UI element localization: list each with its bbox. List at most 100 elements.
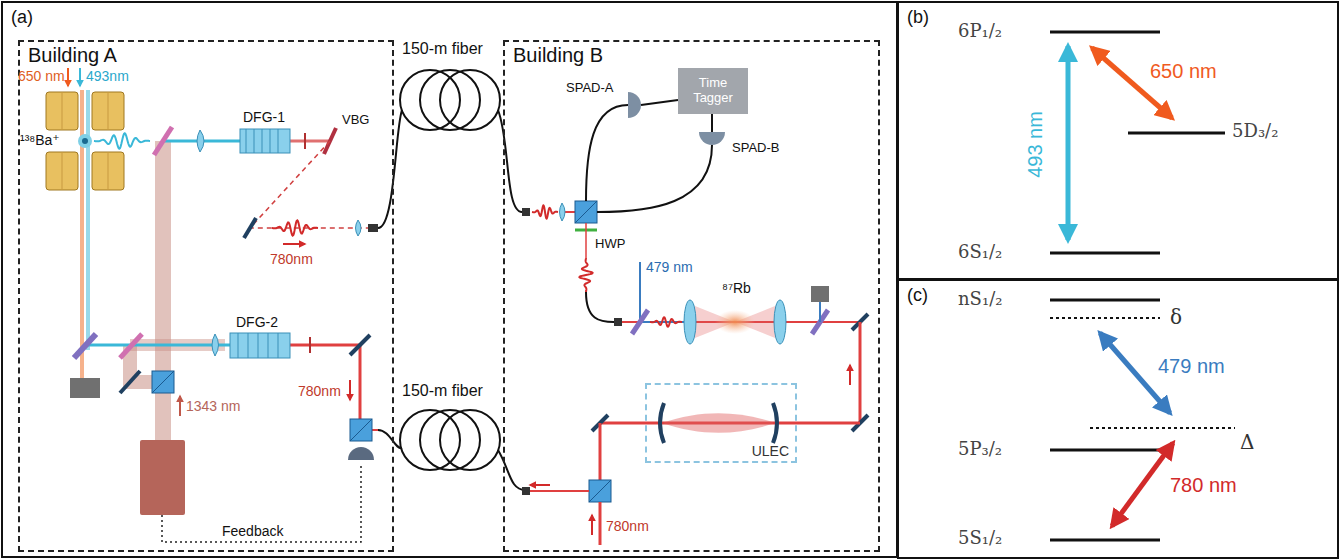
- collection-path: [240, 129, 290, 153]
- label-holder: 650 nm: [1150, 60, 1217, 83]
- panel: (a)Building ABuilding BTime TaggerULEC: [1, 1, 898, 558]
- ion-trap: [46, 92, 78, 130]
- level-scheme-rb: [1050, 539, 1160, 542]
- level-scheme-rb: [1050, 449, 1160, 452]
- wavelength-label: 780nm: [298, 383, 341, 399]
- level-scheme-ba: [1128, 132, 1225, 135]
- dfg2-path: [268, 333, 269, 358]
- node-title: Time Tagger: [681, 76, 745, 106]
- dfg2-path: [212, 334, 219, 356]
- collection-path: [254, 129, 255, 153]
- rydberg-path: [530, 490, 589, 492]
- label-holder: ⁸⁷Rb: [722, 279, 751, 297]
- wave-packet: [579, 258, 592, 292]
- label-holder: Feedback: [222, 522, 283, 540]
- label-holder: 150-m fiber: [402, 40, 483, 58]
- input-beam-arrows: [68, 68, 80, 86]
- rydberg-path: [522, 262, 868, 545]
- detection-path: [522, 208, 530, 216]
- ion-trap: [62, 152, 63, 190]
- label-holder: 780nm: [298, 382, 341, 400]
- wavelength-label: 479 nm: [646, 259, 693, 275]
- collection-path: [304, 133, 306, 149]
- rydberg-path: [632, 310, 648, 334]
- label-holder: 6P₁/₂: [958, 20, 1002, 41]
- level-scheme-rb: [1050, 317, 1160, 319]
- wavelength-label: 650 nm: [18, 68, 65, 84]
- atom-label: ⁸⁷Rb: [722, 280, 751, 296]
- input-beam-arrows: [67, 68, 69, 86]
- label-holder: 650 nm: [18, 67, 65, 85]
- detection-path: [560, 203, 566, 221]
- dfg2-path: [120, 371, 140, 393]
- component-label: VBG: [342, 112, 369, 127]
- wavelength-label: 1343 nm: [186, 398, 240, 414]
- level-label: nS₁/₂: [958, 288, 1002, 309]
- ion-trap: [108, 152, 109, 190]
- ion-trap: [92, 152, 124, 190]
- detection-path: [711, 114, 713, 132]
- rydberg-path: [773, 403, 777, 443]
- dfg2-path: [70, 378, 100, 398]
- detection-path: [575, 201, 597, 223]
- fiber-coil: [378, 430, 402, 448]
- component-label: DFG-2: [236, 314, 278, 330]
- ion-trap: [62, 92, 63, 130]
- input-beam-arrows: [79, 68, 81, 86]
- collection-path: [250, 141, 372, 228]
- collection-path: [244, 218, 256, 238]
- dfg2-path: [349, 380, 351, 400]
- laser-1343-beam: [179, 396, 181, 416]
- collection-path: [278, 129, 279, 153]
- dfg2-path: [162, 464, 361, 542]
- component-label: HWP: [595, 236, 625, 251]
- dfg2-path: [230, 333, 290, 358]
- dfg2-path: [290, 344, 360, 347]
- dfg2-path: [350, 335, 370, 355]
- dfg2-path: [74, 334, 96, 358]
- dfg2-path: [309, 337, 311, 353]
- level-label: 6P₁/₂: [958, 20, 1002, 41]
- label-holder: 780nm: [270, 250, 313, 268]
- wave-packet: [94, 133, 150, 148]
- building-region: Building BTime TaggerULEC: [503, 40, 880, 552]
- rydberg-path: [859, 322, 862, 423]
- rydberg-path: [589, 480, 611, 502]
- label-holder: DFG-1: [243, 108, 285, 126]
- level-scheme-ba: [1066, 46, 1071, 240]
- level-label: 5P₃/₂: [958, 438, 1002, 459]
- detection-path: [597, 145, 712, 212]
- level-label: 5S₁/₂: [958, 527, 1002, 548]
- label-holder: Δ: [1240, 430, 1254, 454]
- transition-label: 493 nm: [1024, 111, 1046, 178]
- rydberg-path: [819, 302, 821, 322]
- label-holder: 780 nm: [1170, 474, 1237, 497]
- detuning-label: Δ: [1240, 430, 1254, 454]
- label-holder: 5S₁/₂: [958, 527, 1002, 548]
- label-holder: 479 nm: [1158, 355, 1225, 378]
- node-title: (b): [907, 7, 929, 28]
- level-scheme-ba: [1050, 252, 1160, 255]
- cavity-region: ULEC: [645, 383, 797, 463]
- label-holder: 150-m fiber: [402, 382, 483, 400]
- wave-packets: [94, 133, 682, 326]
- rydberg-path: [849, 365, 851, 385]
- rydberg-path: [522, 487, 530, 495]
- fiber-coil: [498, 110, 522, 212]
- panel: (c): [897, 279, 1339, 559]
- collection-path: [246, 129, 247, 153]
- node-title: ULEC: [752, 443, 789, 459]
- detection-path: [699, 132, 725, 145]
- level-label: 5D₃/₂: [1232, 120, 1278, 141]
- rydberg-path: [639, 262, 641, 322]
- transition-label: 780 nm: [1170, 474, 1237, 496]
- ion-beams: [82, 90, 88, 380]
- level-scheme-ba: [1050, 31, 1160, 34]
- level-scheme-rb: [1050, 299, 1160, 302]
- dfg2-path: [278, 333, 279, 358]
- label-holder: 6S₁/₂: [958, 241, 1002, 262]
- ion-trap: [46, 152, 78, 190]
- dfg2-path: [120, 334, 142, 358]
- collection-path: [154, 127, 378, 244]
- node-title: (a): [11, 7, 33, 28]
